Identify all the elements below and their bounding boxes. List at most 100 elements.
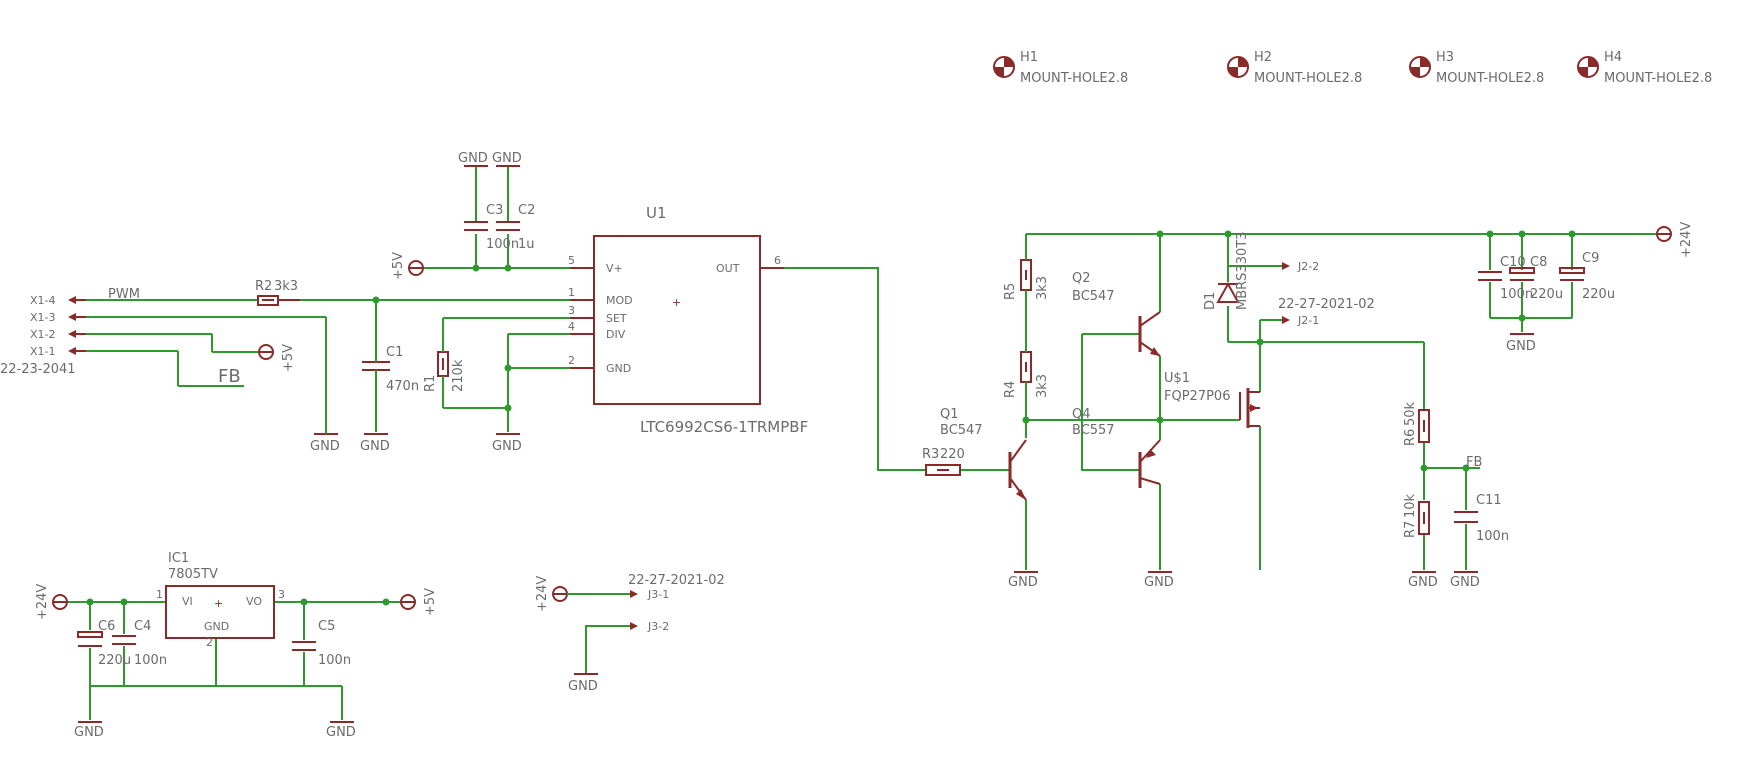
wires-driver <box>1022 230 1664 570</box>
mount-hole-value: MOUNT-HOLE2.8 <box>1436 71 1544 86</box>
gnd-symbol: GND <box>1408 571 1438 590</box>
connector-j2: J2-2 J2-1 22-27-2021-02 <box>1278 260 1375 327</box>
component-ref: R3 <box>922 447 939 462</box>
component-ref: Q1 <box>940 407 959 422</box>
connector-pin-label: J3-2 <box>647 620 669 633</box>
power-symbol-plus5v: +5V <box>391 252 424 280</box>
capacitor-c5: C5 100n <box>292 619 351 668</box>
capacitor-c9: C9 220u <box>1559 251 1615 302</box>
pin-number: 1 <box>156 588 163 601</box>
capacitor-c1: C1 470n <box>362 345 419 394</box>
mount-hole-h1: H1 MOUNT-HOLE2.8 <box>993 50 1128 86</box>
connector-pin-label: J2-1 <box>1297 314 1319 327</box>
transistor-q2: Q2 BC547 <box>1072 271 1161 357</box>
mount-hole-ref: H3 <box>1436 50 1454 65</box>
component-ref: R4 <box>1003 381 1018 398</box>
capacitor-c10: C10 100n <box>1478 255 1533 302</box>
wires-out <box>784 267 1010 471</box>
pin-name: OUT <box>716 262 740 275</box>
svg-text:GND: GND <box>326 725 356 740</box>
resistor-r5: R5 3k3 <box>1003 259 1050 300</box>
svg-text:+: + <box>672 296 681 309</box>
svg-text:GND: GND <box>1408 575 1438 590</box>
pin-name: VI <box>182 595 193 608</box>
pin-number: 6 <box>774 254 781 267</box>
component-value: 470n <box>386 379 419 394</box>
capacitor-c2: C2 1u <box>496 203 535 252</box>
pin-number: 3 <box>278 588 285 601</box>
component-value: 3k3 <box>1035 276 1050 300</box>
component-ref: C8 <box>1530 255 1547 270</box>
component-ref: Q4 <box>1072 407 1091 422</box>
component-value: 210k <box>451 359 466 392</box>
component-ref: R6 <box>1403 429 1418 446</box>
component-value: BC547 <box>940 423 983 438</box>
component-value: 220u <box>1530 287 1563 302</box>
mount-hole-ref: H4 <box>1604 50 1622 65</box>
mount-hole-h2: H2 MOUNT-HOLE2.8 <box>1227 50 1362 86</box>
component-value: 100n <box>1476 529 1509 544</box>
component-value: FQP27P06 <box>1164 389 1230 404</box>
resistor-r3: R3 220 <box>922 447 965 476</box>
component-value: 100n <box>318 653 351 668</box>
capacitor-c4: C4 100n <box>112 619 167 668</box>
pin-number: 1 <box>568 286 575 299</box>
power-label: +24V <box>1679 222 1694 258</box>
pin-name: DIV <box>606 328 626 341</box>
component-value: 100n <box>486 237 519 252</box>
regulator-ic1: IC1 7805TV VI VO GND 1 2 3 + <box>156 551 285 649</box>
mosfet-us1: U$1 FQP27P06 <box>1164 371 1260 428</box>
wires-output <box>1156 230 1480 570</box>
component-value: 1u <box>518 237 535 252</box>
component-ref: U1 <box>646 204 667 222</box>
svg-text:GND: GND <box>492 439 522 454</box>
connector-pin-label: X1-3 <box>30 311 56 324</box>
component-ref: Q2 <box>1072 271 1091 286</box>
svg-text:+: + <box>214 597 223 610</box>
power-symbol-plus5v: +5V <box>258 344 296 372</box>
transistor-q1: Q1 BC547 <box>940 407 1027 501</box>
component-value: BC557 <box>1072 423 1115 438</box>
diode-d1: D1 MBRS330T3 <box>1203 232 1250 310</box>
component-ref: C4 <box>134 619 151 634</box>
component-value: 220u <box>98 653 131 668</box>
power-symbol-plus24v: +24V <box>35 584 68 620</box>
component-value: 220 <box>940 447 965 462</box>
pin-number: 2 <box>206 636 213 649</box>
component-ref: C10 <box>1500 255 1526 270</box>
net-label-pwm: PWM <box>108 287 140 302</box>
mount-hole-value: MOUNT-HOLE2.8 <box>1020 71 1128 86</box>
capacitor-c3: C3 100n <box>464 203 519 252</box>
pin-name: GND <box>204 620 229 633</box>
gnd-symbol: GND <box>458 151 488 167</box>
svg-text:GND: GND <box>1008 575 1038 590</box>
component-ref: C1 <box>386 345 403 360</box>
mount-hole-value: MOUNT-HOLE2.8 <box>1254 71 1362 86</box>
resistor-r1: R1 210k <box>423 351 466 392</box>
mount-hole-h4: H4 MOUNT-HOLE2.8 <box>1577 50 1712 86</box>
component-ref: C6 <box>98 619 115 634</box>
component-ref: IC1 <box>168 551 189 566</box>
component-value: BC547 <box>1072 289 1115 304</box>
ic-u1: U1 LTC6992CS6-1TRMPBF 5 V+ 1 MOD 3 SET 4… <box>568 204 808 436</box>
pin-number: 4 <box>568 320 575 333</box>
component-ref: D1 <box>1203 292 1218 310</box>
gnd-symbol: GND <box>310 432 340 454</box>
connector-x1: X1-4 X1-3 X1-2 X1-1 22-23-2041 <box>0 294 86 377</box>
net-label-fb: FB <box>218 366 241 387</box>
svg-text:GND: GND <box>492 151 522 166</box>
capacitor-c6: C6 220u <box>77 619 131 668</box>
pin-name: MOD <box>606 294 633 307</box>
power-label: +5V <box>281 344 296 372</box>
connector-pin-label: J3-1 <box>647 588 669 601</box>
svg-text:GND: GND <box>310 439 340 454</box>
component-ref: C9 <box>1582 251 1599 266</box>
component-ref: C5 <box>318 619 335 634</box>
component-value: MBRS330T3 <box>1235 232 1250 310</box>
component-value: 50k <box>1403 401 1418 426</box>
component-ref: R5 <box>1003 283 1018 300</box>
component-ref: U$1 <box>1164 371 1190 386</box>
resistor-r7: R7 10k <box>1403 493 1430 538</box>
gnd-symbol: GND <box>1008 571 1038 590</box>
